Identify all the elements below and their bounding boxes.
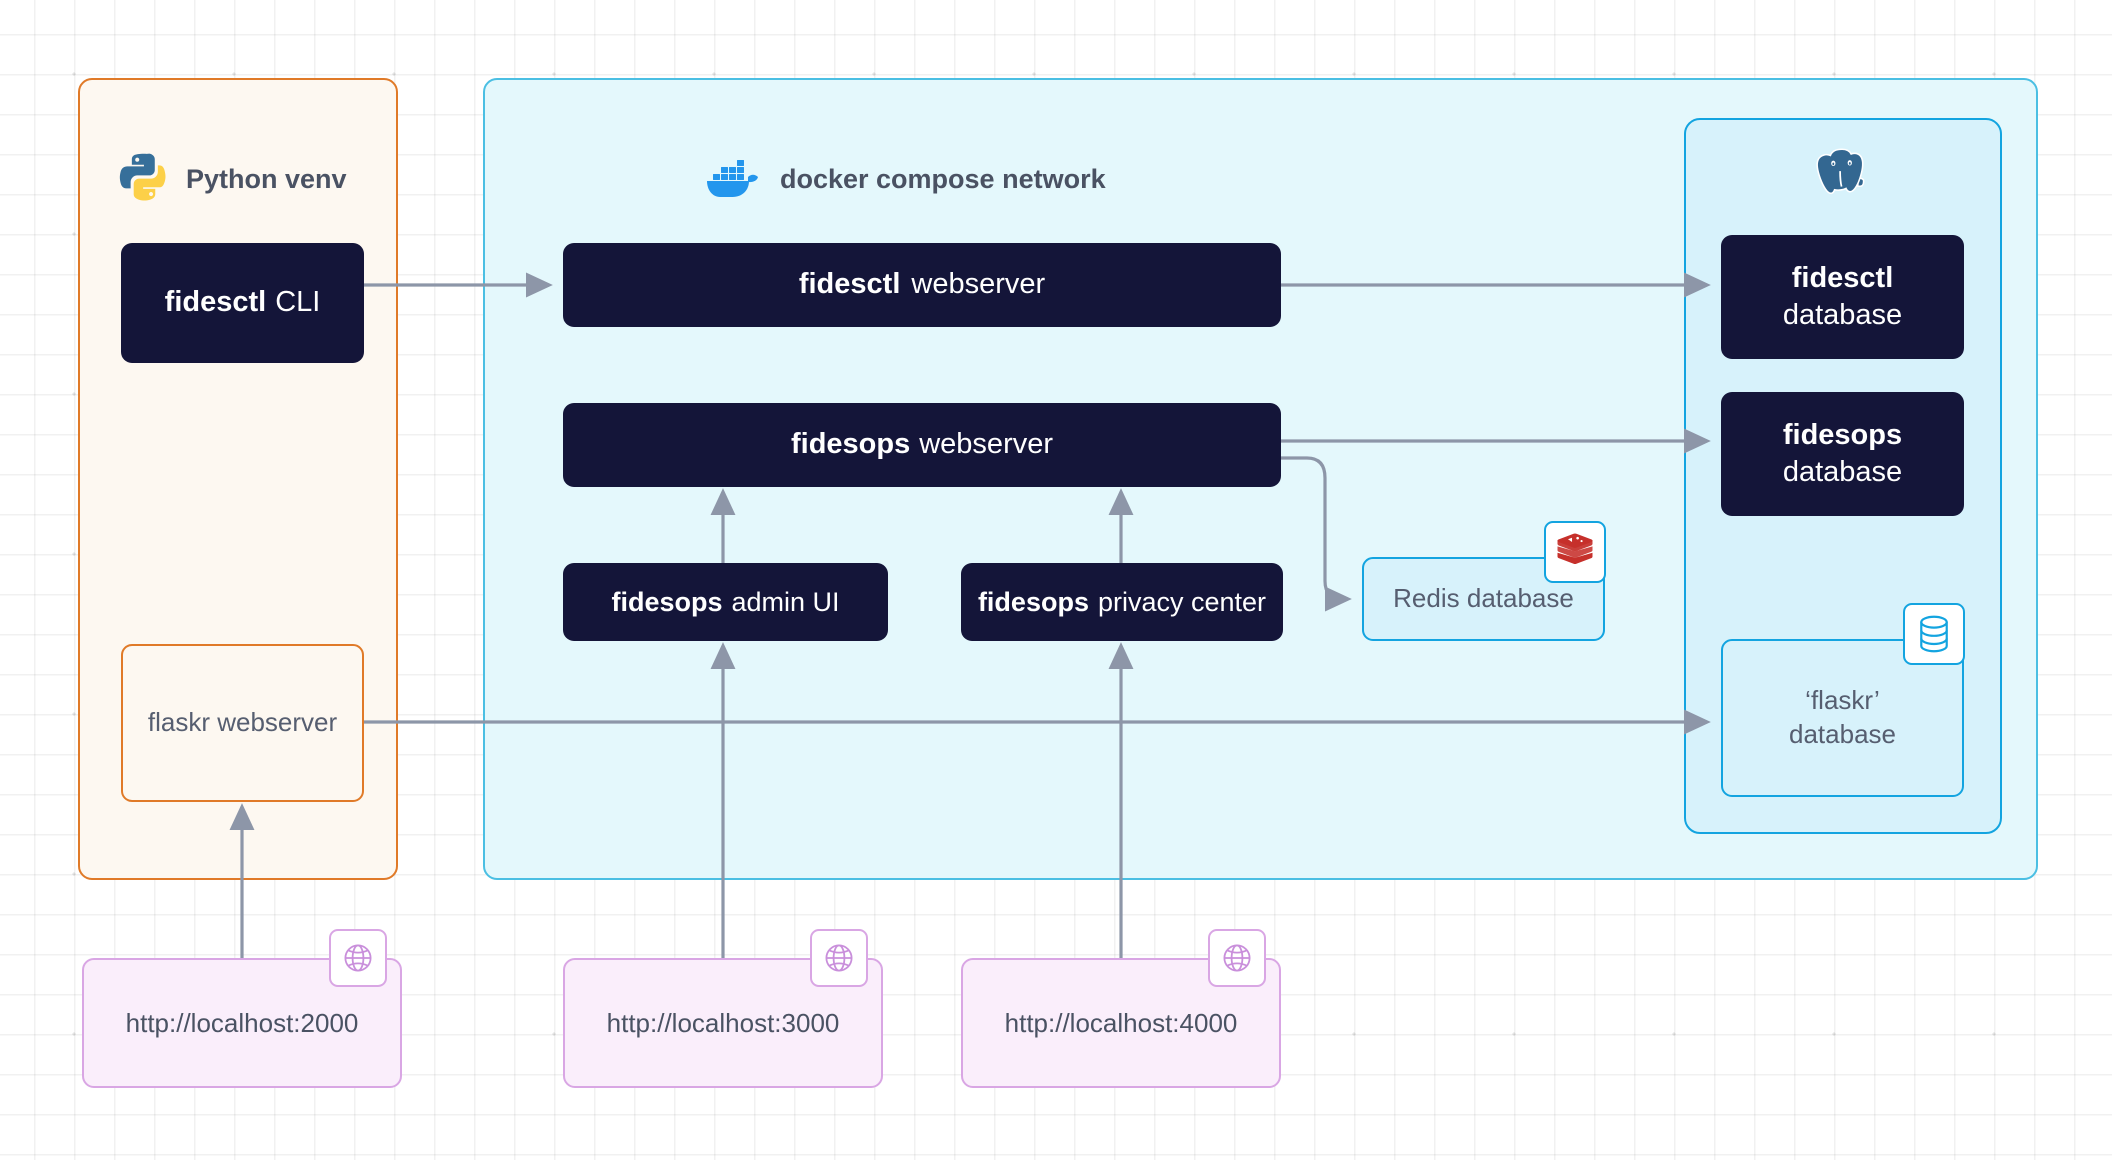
node-label-bold: fidesops <box>790 428 911 461</box>
node-label-line1: ‘flaskr’ <box>1805 685 1880 716</box>
node-flaskr-database[interactable]: ‘flaskr’ database <box>1721 639 1964 797</box>
redis-logo-icon <box>1544 521 1606 583</box>
postgresql-elephant-logo-icon <box>1812 142 1874 209</box>
node-fidesops-database[interactable]: fidesops database <box>1721 392 1964 516</box>
node-label-regular: admin UI <box>731 586 840 617</box>
node-label: flaskr webserver <box>147 707 338 738</box>
group-title-python-venv: Python venv <box>118 150 347 209</box>
node-label-bold: fidesctl <box>798 268 901 301</box>
globe-icon <box>810 929 868 987</box>
python-logo-icon <box>118 150 170 209</box>
url-label: http://localhost:3000 <box>606 1007 840 1038</box>
globe-icon <box>1208 929 1266 987</box>
node-label-bold: fidesops <box>977 586 1089 617</box>
url-label: http://localhost:2000 <box>125 1007 359 1038</box>
group-title-docker: docker compose network <box>700 150 1106 209</box>
node-fidesctl-database[interactable]: fidesctl database <box>1721 235 1964 359</box>
node-label-regular: webserver <box>911 268 1046 301</box>
node-fidesops-privacy-center[interactable]: fidesops privacy center <box>961 563 1283 641</box>
node-label-bold: fidesops <box>1782 418 1903 451</box>
node-label-regular: webserver <box>919 428 1054 461</box>
node-label-regular: database <box>1782 299 1903 331</box>
node-label: Redis database <box>1393 583 1574 614</box>
group-title-label: Python venv <box>186 164 347 194</box>
node-fidesops-admin-ui[interactable]: fidesops admin UI <box>563 563 888 641</box>
node-label-bold: fidesops <box>611 586 723 617</box>
node-fidesctl-webserver[interactable]: fidesctl webserver <box>563 243 1281 327</box>
node-label-regular: CLI <box>275 286 321 319</box>
globe-icon <box>329 929 387 987</box>
url-label: http://localhost:4000 <box>1004 1007 1238 1038</box>
node-label-line2: database <box>1789 719 1896 749</box>
database-cylinder-icon <box>1903 603 1965 665</box>
url-box-localhost-2000[interactable]: http://localhost:2000 <box>82 958 402 1088</box>
node-label-regular: database <box>1782 456 1903 488</box>
docker-whale-logo-icon <box>700 150 764 209</box>
node-label-regular: privacy center <box>1097 586 1267 617</box>
group-title-label: docker compose network <box>780 164 1106 194</box>
node-label-bold: fidesctl <box>164 286 267 319</box>
node-flaskr-webserver[interactable]: flaskr webserver <box>121 644 364 802</box>
node-label-bold: fidesctl <box>1791 261 1894 294</box>
